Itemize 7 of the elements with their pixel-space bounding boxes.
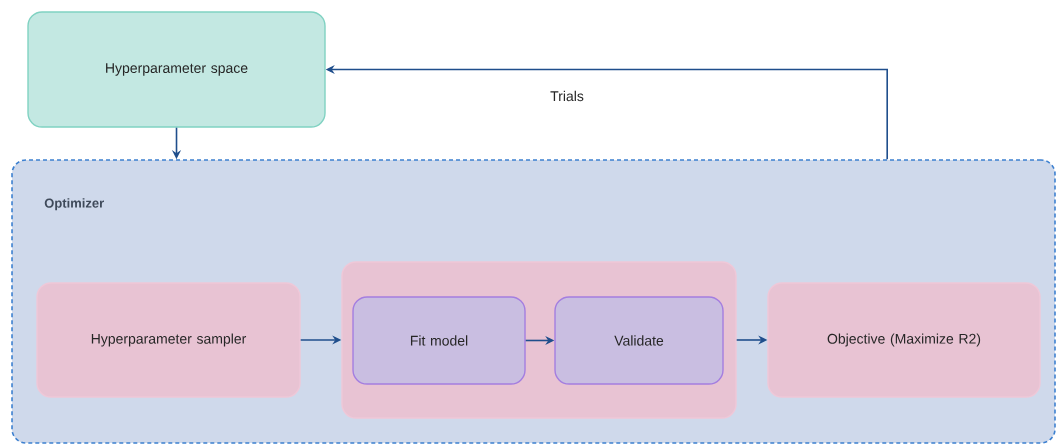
- process-box: Hyperparameter sampler: [36, 282, 301, 398]
- edge-label: Trials: [548, 88, 586, 104]
- group-heading: Optimizer: [44, 198, 104, 211]
- process-box: Validate: [554, 296, 724, 385]
- process-box: Hyperparameter space: [27, 11, 326, 128]
- process-box: Objective (Maximize R2): [767, 282, 1041, 398]
- process-box: Fit model: [352, 296, 526, 385]
